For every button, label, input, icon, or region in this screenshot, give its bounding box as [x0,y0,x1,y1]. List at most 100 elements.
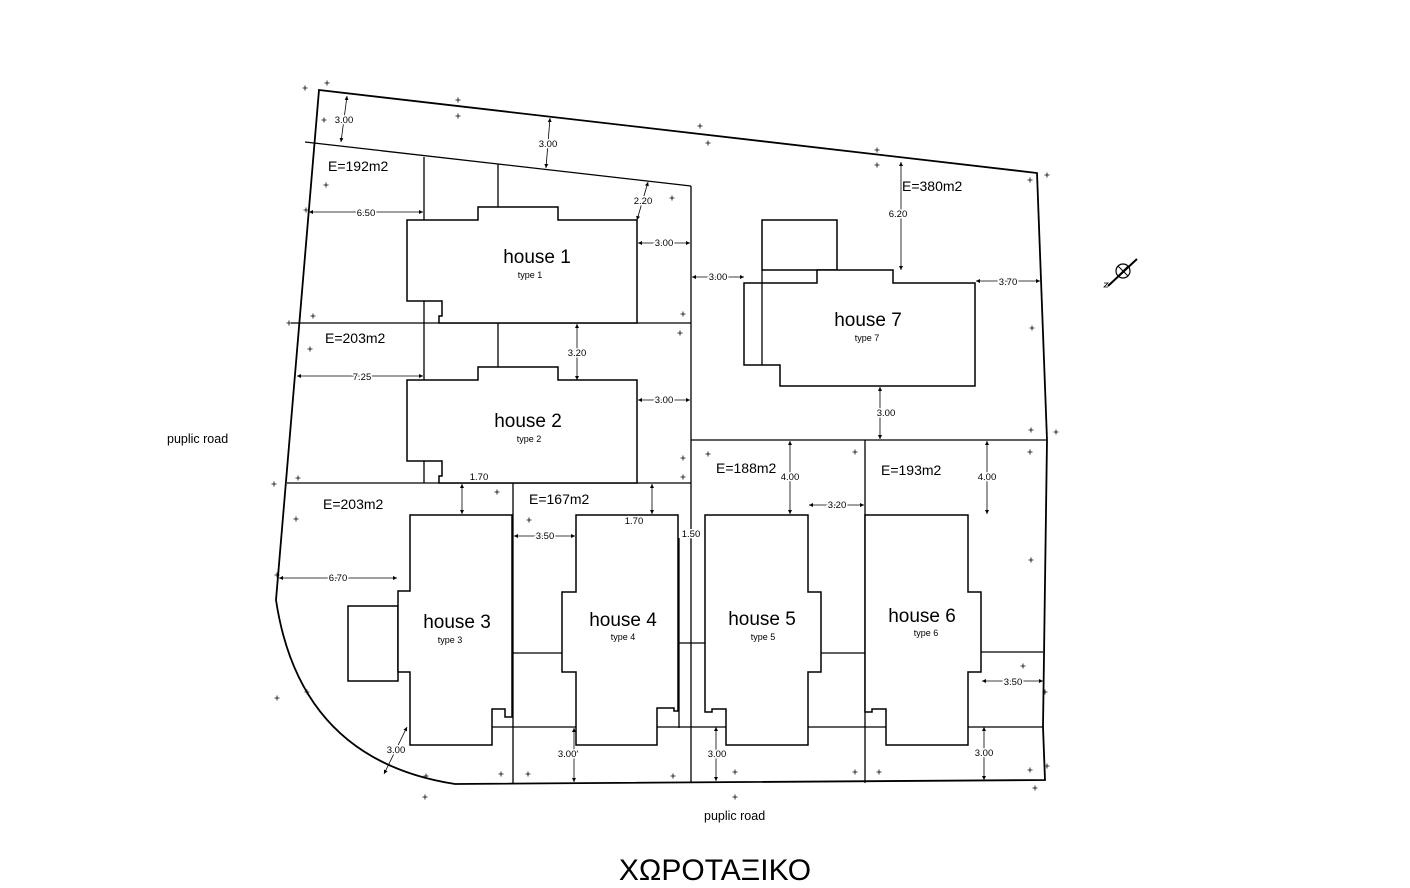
plot-area: E=167m2 [529,491,590,507]
dim-label: 4.00 [978,472,997,483]
tree-marker-icon [526,517,532,523]
dim-label: 3.00 [655,238,674,249]
tree-marker-icon [680,474,686,480]
tree-marker-icon [874,162,880,168]
tree-marker-icon [271,481,277,487]
house-type: type 4 [611,632,636,642]
house-1[interactable]: house 1 type 1 [406,206,638,324]
tree-marker-icon [293,516,299,522]
dim-label: 3.00 [387,745,406,756]
plot-area: E=188m2 [716,460,777,476]
tree-marker-icon [302,85,308,91]
tree-marker-icon [303,207,309,213]
dim-label: 6.70 [329,573,348,584]
tree-marker-icon [286,320,292,326]
tree-marker-icon [1027,767,1033,773]
dimension-lines [279,95,1043,782]
tree-marker-icon [494,489,500,495]
dimension-labels: 3.00 3.00 6.50 2.20 3.00 3.00 6.20 3.70 … [327,114,1024,762]
tree-marker-icon [874,147,880,153]
tree-marker-icon [732,769,738,775]
house-label: house 6 [888,606,956,627]
tree-marker-icon [455,113,461,119]
tree-marker-icon [732,794,738,800]
dim-label: 3.00 [539,139,558,150]
tree-marker-icon [274,695,280,701]
tree-marker-icon [304,689,310,695]
tree-marker-icon [1028,427,1034,433]
dim-label: 3.00′ [558,749,578,760]
house-3[interactable]: house 3 type 3 [347,514,513,746]
road-label-south: puplic road [704,809,765,823]
dim-label: 2.20 [634,196,653,207]
tree-marker-icon [422,794,428,800]
plot-areas: E=192m2 E=203m2 E=203m2 E=167m2 E=188m2 … [323,158,963,512]
tree-marker-icon [1044,763,1050,769]
tree-marker-icon [498,771,504,777]
dim-label: 3.00 [877,408,896,419]
dim-label: 7.25 [353,372,372,383]
house-type: type 5 [751,632,776,642]
tree-marker-icon [669,195,675,201]
dim-label: 3.00 [708,749,727,760]
tree-markers [271,80,1059,800]
tree-marker-icon [295,475,301,481]
tree-marker-icon [680,311,686,317]
tree-marker-icon [697,123,703,129]
tree-marker-icon [1044,172,1050,178]
dim-label: 6.20 [889,209,908,220]
tree-marker-icon [876,769,882,775]
dim-label: 1.70 [470,472,489,483]
house-type: type 3 [438,635,463,645]
tree-marker-icon [1032,785,1038,791]
tree-marker-icon [274,572,280,578]
dim-label: 1.50 [682,529,701,540]
house-type: type 2 [517,434,542,444]
tree-marker-icon [455,97,461,103]
dim-label: 3.00 [975,748,994,759]
tree-marker-icon [323,182,329,188]
tree-marker-icon [705,451,711,457]
tree-marker-icon [705,140,711,146]
drawing-title: ΧΩΡΟΤΑΞΙΚΟ [619,854,811,887]
dim-label: 3.00 [335,115,354,126]
tree-marker-icon [680,455,686,461]
plot-area: E=203m2 [325,330,386,346]
tree-marker-icon [423,773,429,779]
house-label: house 5 [728,609,796,630]
tree-marker-icon [525,771,531,777]
tree-marker-icon [1020,663,1026,669]
tree-marker-icon [307,346,313,352]
plot-area: E=193m2 [881,462,942,478]
plot-area: E=203m2 [323,496,384,512]
road-label-west: puplic road [167,432,228,446]
house-label: house 2 [494,411,562,432]
plot-area: E=192m2 [328,158,389,174]
house-label: house 4 [589,610,657,631]
tree-marker-icon [310,313,316,319]
north-arrow-icon [1103,258,1138,288]
tree-marker-icon [852,769,858,775]
house-5[interactable]: house 5 type 5 [704,514,822,746]
tree-marker-icon [324,80,330,86]
house-7[interactable]: house 7 type 7 [743,219,976,387]
house-6[interactable]: house 6 type 6 [864,514,982,746]
tree-marker-icon [1053,429,1059,435]
house-type: type 6 [914,628,939,638]
house-type: type 1 [518,270,543,280]
site-boundary [275,88,1048,785]
dim-label: 3.50 [1004,677,1023,688]
house-2[interactable]: house 2 type 2 [406,366,638,484]
house-4[interactable]: house 4 type 4 [561,514,679,746]
dim-label: 3.00 [655,395,674,406]
house-type: type 7 [855,333,880,343]
dim-label: 3.00 [709,272,728,283]
tree-marker-icon [1042,689,1048,695]
dim-label: 4.00 [781,472,800,483]
plot-area: E=380m2 [902,178,963,194]
dim-label: 3.20 [568,348,587,359]
house-label: house 1 [503,247,571,268]
tree-marker-icon [1029,325,1035,331]
tree-marker-icon [1028,557,1034,563]
house-label: house 3 [423,612,491,633]
